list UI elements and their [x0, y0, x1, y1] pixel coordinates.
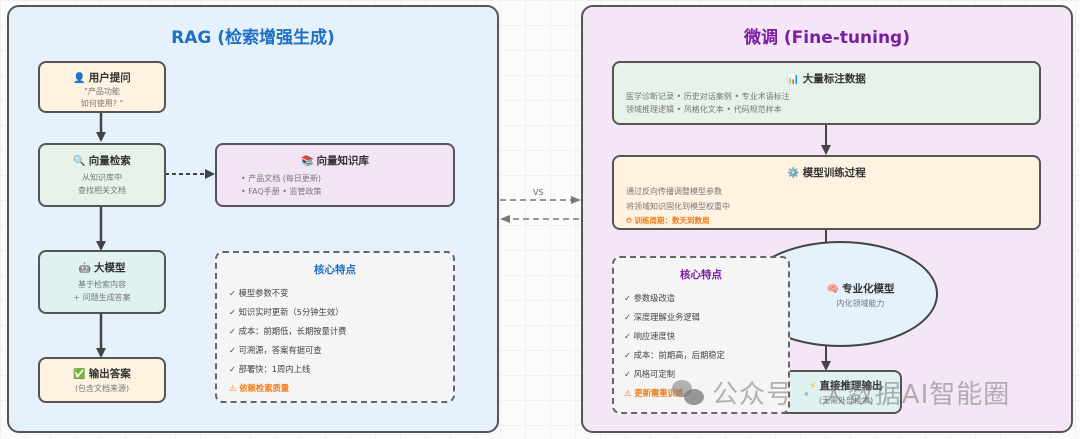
books-icon: 📚: [301, 156, 314, 167]
rag-feature-item: ✓ 部署快：1周内上线: [229, 364, 311, 374]
rag-feature-item: ✓ 成本：前期低，长期按量计费: [229, 326, 347, 336]
node-llm-line: + 问题生成答案: [73, 293, 131, 302]
user-icon: 👤: [73, 73, 86, 84]
node-training-process: ⚙️模型训练过程 通过反向传播调整模型参数 将领域知识固化到模型权重中 ⏱ 训练…: [612, 155, 1041, 230]
node-vector-search-line: 查找相关文档: [78, 186, 126, 195]
finetune-feature-warning: ⚠ 更新需重训练: [624, 388, 685, 398]
node-knowledge-base-line: • 产品文档 (每日更新): [241, 174, 322, 183]
node-knowledge-base: 📚向量知识库 • 产品文档 (每日更新) • FAQ手册 • 监管政策: [215, 143, 455, 207]
finetune-feature-item: ✓ 风格可定制: [624, 369, 676, 379]
node-labeled-data-line: 领域推理逻辑 • 风格化文本 • 代码规范样本: [626, 105, 782, 114]
gear-icon: ⚙️: [787, 168, 800, 179]
brain-icon: 🧠: [826, 284, 839, 295]
node-user-question-line: "产品功能: [84, 87, 120, 96]
node-direct-output-sub: (无需外部检索): [818, 396, 874, 405]
node-llm-line: 基于检索内容: [78, 280, 126, 289]
node-training-line: 通过反向传播调整模型参数: [626, 187, 722, 196]
node-labeled-data-line: 医学诊断记录 • 历史对话案例 • 专业术语标注: [626, 92, 790, 101]
finetune-features-box: 核心特点 ✓ 参数级改造 ✓ 深度理解业务逻辑 ✓ 响应速度快 ✓ 成本：前期高…: [612, 256, 790, 414]
node-training-title: 模型训练过程: [802, 167, 866, 179]
rag-title: RAG (检索增强生成): [171, 28, 335, 48]
node-vector-search-line: 从知识库中: [82, 173, 122, 182]
rag-features-box: 核心特点 ✓ 模型参数不变 ✓ 知识实时更新（5分钟生效） ✓ 成本：前期低，长…: [215, 251, 455, 403]
watermark: 公众号 · 大数据AI智能圈: [712, 380, 1011, 410]
finetune-title: 微调 (Fine-tuning): [743, 28, 910, 48]
node-specialized-model-title: 专业化模型: [841, 283, 895, 295]
node-labeled-data: 📊大量标注数据 医学诊断记录 • 历史对话案例 • 专业术语标注 领域推理逻辑 …: [612, 61, 1041, 125]
magnifier-icon: 🔍: [73, 156, 86, 167]
training-cycle-note: ⏱ 训练周期：数天到数周: [626, 216, 710, 225]
node-user-question-title: 用户提问: [88, 72, 131, 84]
finetune-feature-item: ✓ 深度理解业务逻辑: [624, 312, 700, 322]
finetune-feature-item: ✓ 响应速度快: [624, 331, 676, 341]
node-output-answer: ✅输出答案 (包含文档来源): [38, 357, 166, 403]
node-user-question-line: 如何使用? ": [80, 99, 124, 108]
node-vector-search: 🔍向量检索 从知识库中 查找相关文档: [38, 143, 166, 207]
node-training-line: 将领域知识固化到模型权重中: [626, 202, 730, 211]
check-icon: ✅: [73, 369, 86, 380]
rag-feature-item: ✓ 知识实时更新（5分钟生效）: [229, 307, 344, 317]
node-knowledge-base-title: 向量知识库: [316, 155, 369, 167]
node-user-question: 👤用户提问 "产品功能 如何使用? ": [38, 61, 166, 113]
node-labeled-data-title: 大量标注数据: [802, 73, 866, 85]
finetune-feature-item: ✓ 参数级改造: [624, 293, 676, 303]
rag-features-title: 核心特点: [314, 264, 356, 276]
node-direct-output-title: 直接推理输出: [819, 380, 883, 392]
robot-icon: 🤖: [78, 263, 91, 274]
node-output-answer-title: 输出答案: [88, 368, 131, 380]
bar-chart-icon: 📊: [787, 74, 800, 85]
finetune-feature-item: ✓ 成本：前期高，后期稳定: [624, 350, 725, 360]
finetune-features-title: 核心特点: [680, 269, 722, 281]
lightning-icon: ⚡: [809, 381, 817, 392]
node-llm: 🤖大模型 基于检索内容 + 问题生成答案: [38, 250, 166, 314]
node-vector-search-title: 向量检索: [88, 155, 131, 167]
node-llm-title: 大模型: [93, 262, 126, 274]
node-specialized-model-sub: 内化领域能力: [836, 299, 885, 308]
rag-feature-warning: ⚠ 依赖检索质量: [229, 383, 290, 393]
wechat-icon-bubble: [684, 389, 704, 405]
rag-feature-item: ✓ 模型参数不变: [229, 288, 289, 298]
vs-label: VS: [533, 188, 544, 197]
node-output-answer-line: (包含文档来源): [74, 384, 130, 393]
node-knowledge-base-line: • FAQ手册 • 监管政策: [241, 187, 322, 196]
rag-feature-item: ✓ 可溯源，答案有据可查: [229, 345, 322, 355]
